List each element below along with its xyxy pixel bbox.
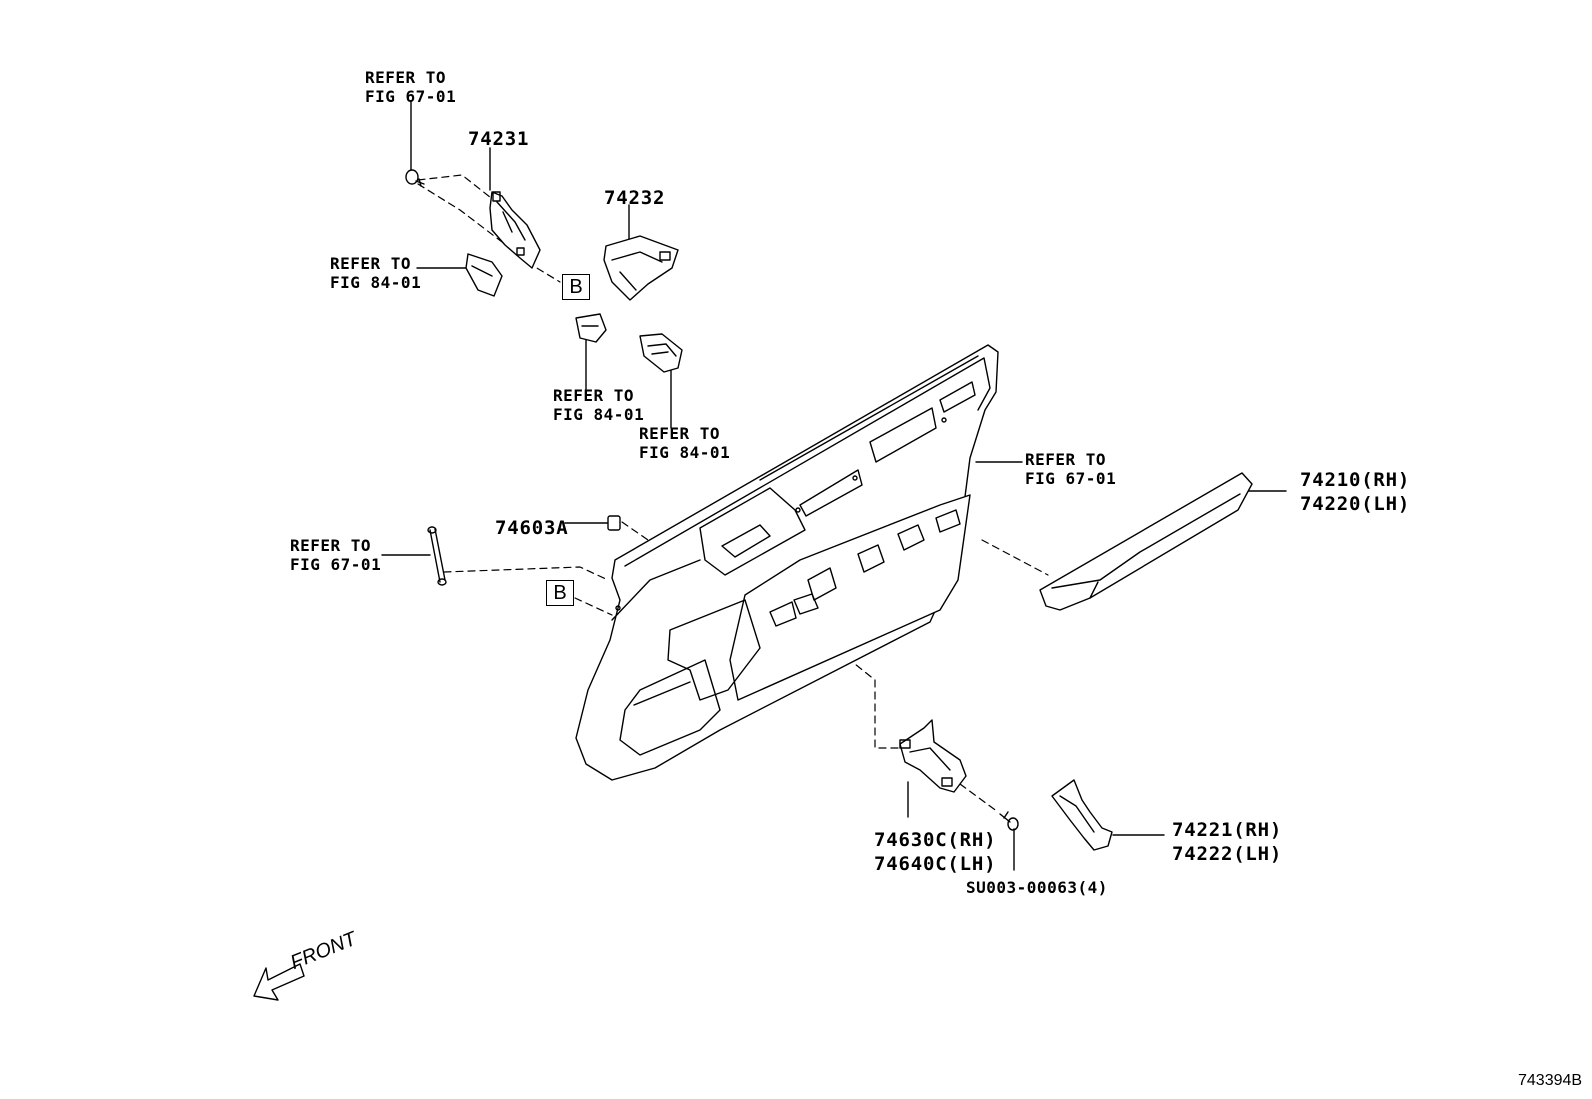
switch-bezel-part bbox=[465, 253, 503, 297]
retainer-pin bbox=[427, 526, 447, 586]
part-number-74221-74222: 74221(RH) 74222(LH) bbox=[1172, 819, 1283, 865]
part-74221-bracket bbox=[1051, 779, 1113, 851]
door-trim-panel bbox=[575, 344, 999, 781]
part-74630C-bracket bbox=[899, 719, 967, 793]
screw-icon bbox=[405, 169, 425, 187]
screw-icon bbox=[999, 811, 1019, 831]
part-number-74232: 74232 bbox=[604, 187, 666, 209]
switch-knob-part bbox=[575, 313, 607, 343]
refer-fig84-right-label: REFER TO FIG 84-01 bbox=[639, 424, 731, 462]
front-arrow-icon bbox=[253, 963, 305, 1001]
callout-b-lower: B bbox=[546, 580, 574, 606]
part-74231-bracket bbox=[489, 191, 541, 269]
part-number-74210-74220: 74210(RH) 74220(LH) bbox=[1300, 469, 1411, 515]
part-number-su003: SU003-00063(4) bbox=[966, 878, 1108, 897]
window-switch-part bbox=[639, 333, 683, 373]
part-74210-armrest bbox=[1039, 472, 1253, 611]
part-74232-switch-base bbox=[603, 235, 679, 301]
refer-fig84-left-label: REFER TO FIG 84-01 bbox=[330, 254, 422, 292]
part-number-74231: 74231 bbox=[468, 128, 530, 150]
document-number: 743394B bbox=[1518, 1072, 1583, 1089]
part-number-74630C-74640C: 74630C(RH) 74640C(LH) bbox=[874, 829, 997, 875]
leader-lines bbox=[381, 100, 1287, 871]
refer-fig67-right-label: REFER TO FIG 67-01 bbox=[1025, 450, 1117, 488]
part-74603A-clip bbox=[607, 515, 621, 531]
refer-fig67-top-label: REFER TO FIG 67-01 bbox=[365, 68, 457, 106]
part-number-74603A: 74603A bbox=[495, 517, 569, 539]
refer-fig84-mid-label: REFER TO FIG 84-01 bbox=[553, 386, 645, 424]
refer-fig67-left-label: REFER TO FIG 67-01 bbox=[290, 536, 382, 574]
callout-b-upper: B bbox=[562, 274, 590, 300]
